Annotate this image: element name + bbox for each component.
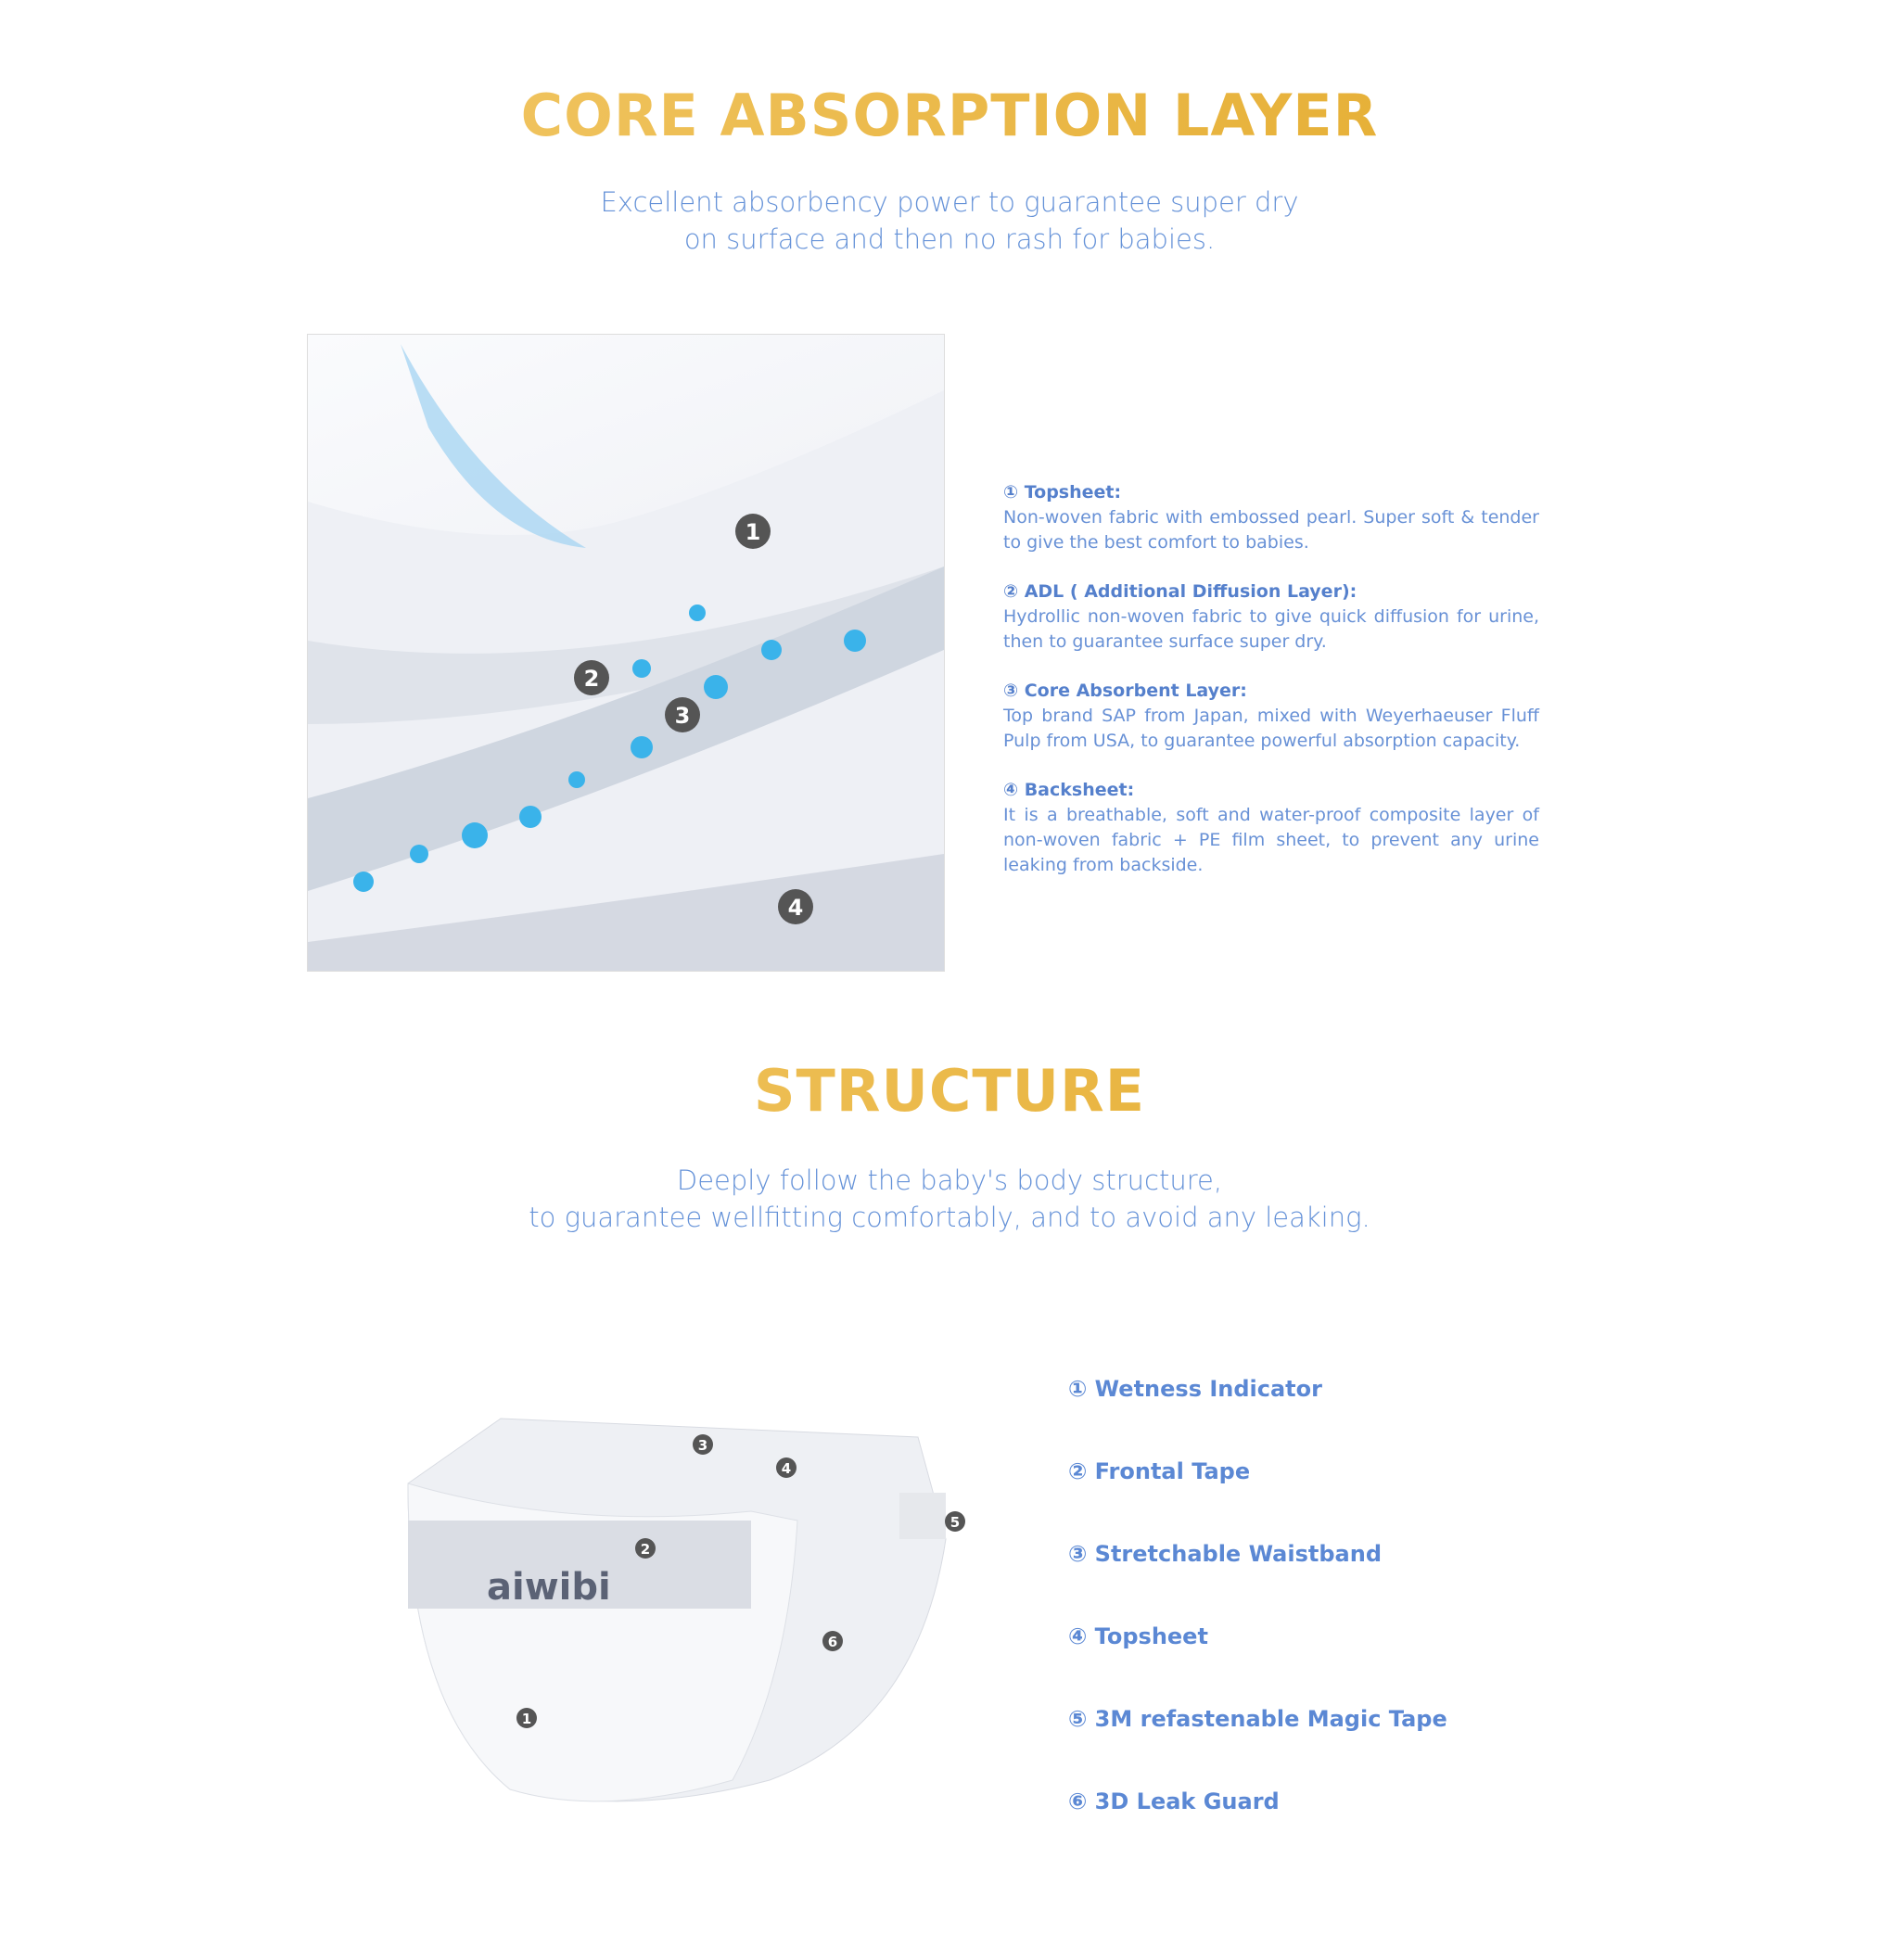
structure-marker-5: 5	[950, 1514, 960, 1531]
core-absorption-subtitle: Excellent absorbency power to guarantee …	[0, 184, 1899, 258]
structure-marker-2: 2	[641, 1541, 650, 1558]
layer-marker-4: 4	[788, 895, 804, 921]
layer-topsheet: ① Topsheet: Non-woven fabric with emboss…	[1003, 480, 1539, 555]
structure-markers: 1 2 3 4 5 6	[516, 1434, 965, 1728]
structure-marker-4: 4	[782, 1460, 791, 1477]
brand-logo: aiwibi	[487, 1566, 611, 1609]
layer-marker-3: 3	[675, 703, 691, 729]
layer-description: Non-woven fabric with embossed pearl. Su…	[1003, 507, 1539, 553]
subtitle-line-2: to guarantee wellfitting comfortably, an…	[529, 1202, 1370, 1233]
structure-marker-1: 1	[522, 1711, 531, 1727]
layer-markers: 1 2 3 4	[574, 514, 813, 924]
layer-descriptions: ① Topsheet: Non-woven fabric with emboss…	[1003, 480, 1539, 902]
subtitle-line-2: on surface and then no rash for babies.	[683, 223, 1216, 255]
layer-description: Top brand SAP from Japan, mixed with Wey…	[1003, 706, 1539, 751]
structure-title: STRUCTURE	[0, 1057, 1899, 1125]
layer-marker-1: 1	[746, 519, 761, 545]
layer-description: Hydrollic non-woven fabric to give quick…	[1003, 606, 1539, 652]
structure-marker-6: 6	[828, 1634, 837, 1650]
layer-cross-section-image: 1 2 3 4	[307, 334, 945, 972]
structure-subtitle: Deeply follow the baby's body structure,…	[0, 1162, 1899, 1236]
layer-core-absorbent: ③ Core Absorbent Layer: Top brand SAP fr…	[1003, 679, 1539, 754]
layer-heading: ① Topsheet:	[1003, 482, 1122, 503]
layer-heading: ④ Backsheet:	[1003, 780, 1135, 800]
feature-wetness-indicator: ① Wetness Indicator	[1068, 1376, 1322, 1402]
layer-heading: ② ADL ( Additional Diffusion Layer):	[1003, 581, 1357, 602]
layer-backsheet: ④ Backsheet: It is a breathable, soft an…	[1003, 778, 1539, 878]
structure-marker-3: 3	[698, 1437, 707, 1454]
feature-stretchable-waistband: ③ Stretchable Waistband	[1068, 1541, 1383, 1567]
core-absorption-title: CORE ABSORPTION LAYER	[0, 82, 1899, 149]
feature-topsheet: ④ Topsheet	[1068, 1623, 1208, 1649]
layer-heading: ③ Core Absorbent Layer:	[1003, 681, 1247, 701]
layer-description: It is a breathable, soft and water-proof…	[1003, 805, 1539, 875]
subtitle-line-1: Excellent absorbency power to guarantee …	[600, 186, 1299, 218]
layer-adl: ② ADL ( Additional Diffusion Layer): Hyd…	[1003, 579, 1539, 655]
subtitle-line-1: Deeply follow the baby's body structure,	[676, 1165, 1223, 1196]
feature-frontal-tape: ② Frontal Tape	[1068, 1458, 1251, 1484]
diaper-structure-image: aiwibi 1 2 3 4 5 6	[399, 1400, 992, 1817]
feature-leak-guard: ⑥ 3D Leak Guard	[1068, 1788, 1280, 1814]
layer-marker-2: 2	[584, 666, 600, 692]
feature-magic-tape: ⑤ 3M refastenable Magic Tape	[1068, 1706, 1447, 1732]
